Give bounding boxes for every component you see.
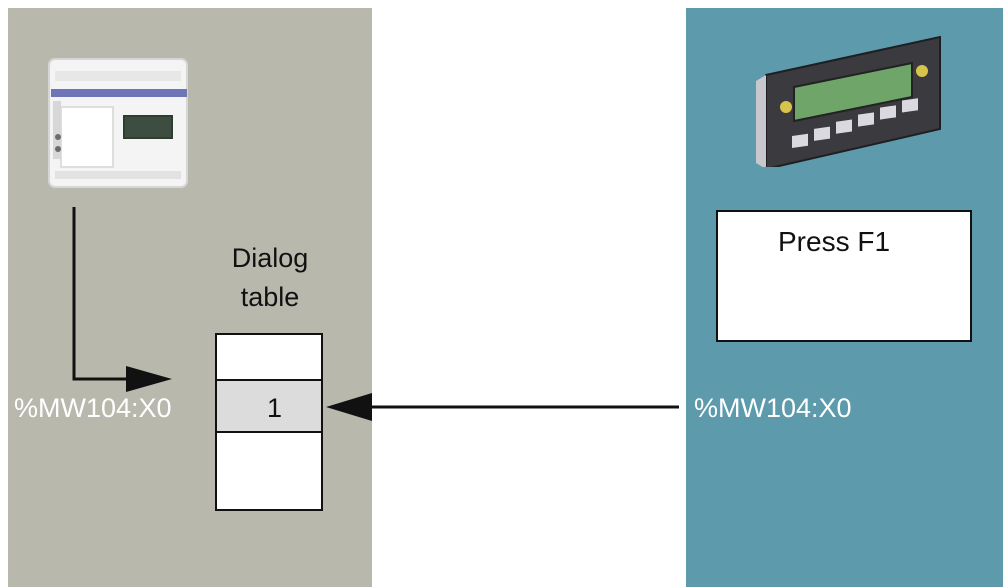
hmi-message-box: Press F1 <box>716 210 972 342</box>
table-row <box>217 433 321 509</box>
table-row: 1 <box>217 381 321 433</box>
plc-controller-icon <box>48 58 188 188</box>
table-cell-value: 1 <box>267 393 283 423</box>
dialog-table-title-line2: table <box>240 282 300 312</box>
hmi-terminal-icon <box>756 35 941 167</box>
dialog-table-title-line1: Dialog <box>231 243 309 273</box>
left-address-label: %MW104:X0 <box>14 393 172 423</box>
right-address-label: %MW104:X0 <box>694 393 852 423</box>
hmi-message-text: Press F1 <box>778 226 891 257</box>
table-row <box>217 335 321 381</box>
dialog-table: 1 <box>215 333 323 511</box>
